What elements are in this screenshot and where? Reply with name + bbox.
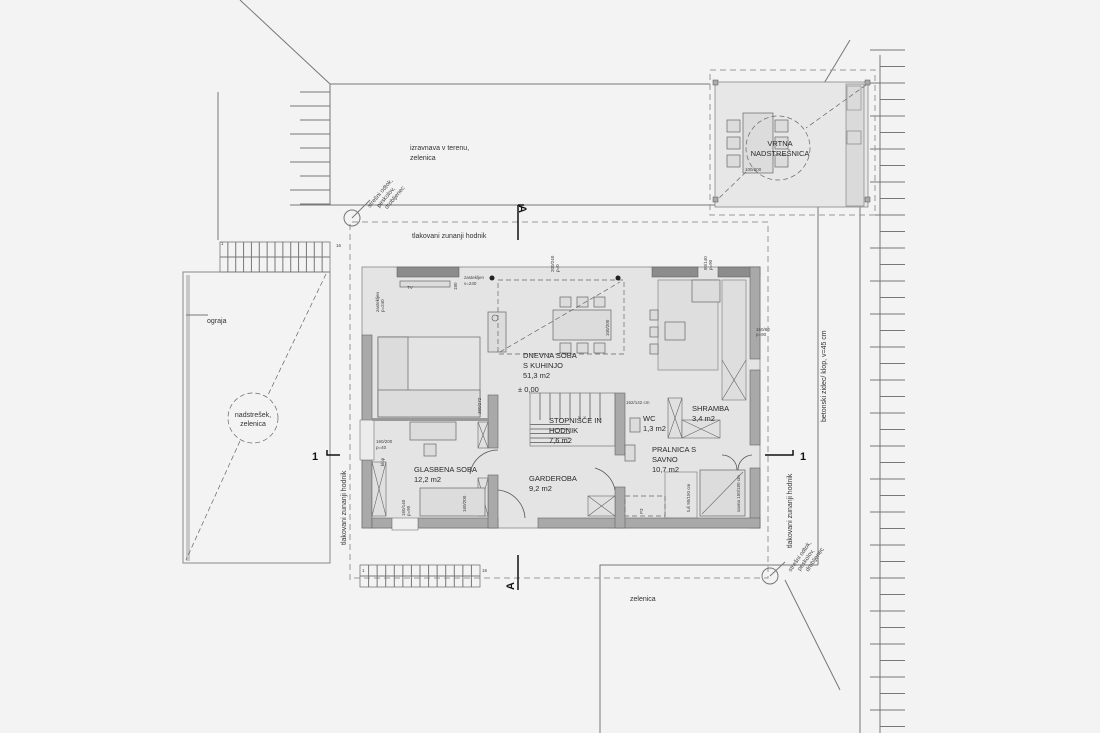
svg-text:12,2 m2: 12,2 m2 — [414, 475, 441, 484]
svg-text:p=90: p=90 — [756, 332, 767, 337]
svg-text:3,4 m2: 3,4 m2 — [692, 414, 715, 423]
svg-text:WC: WC — [643, 414, 656, 423]
svg-text:klop: klop — [380, 457, 385, 466]
room-storage: SHRAMBA 3,4 m2 — [692, 404, 729, 423]
section-1-right: 1 — [800, 451, 806, 463]
svg-text:DNEVNA SOBA: DNEVNA SOBA — [523, 351, 577, 360]
svg-text:160/60: 160/60 — [756, 327, 770, 332]
fence-label: ograja — [207, 318, 227, 325]
roof-outline — [349, 221, 769, 580]
interior-stairs — [529, 392, 616, 447]
path-label-left: tlakovani zunanji hodnik — [341, 470, 348, 545]
svg-text:80/140: 80/140 — [703, 256, 708, 270]
level-marker: ± 0,00 — [518, 385, 539, 394]
canopy-circle — [227, 392, 279, 444]
section-1-left: 1 — [312, 451, 318, 463]
svg-text:zastekljen: zastekljen — [464, 275, 485, 280]
path-label-right: tlakovani zunanji hodnik — [787, 473, 794, 548]
canopy-label-1: nadstrešek, — [235, 412, 271, 419]
section-a-bottom: A — [505, 582, 517, 590]
pavilion-name-2: NADSTREŠNICA — [751, 149, 810, 158]
svg-text:savna 150/180 cm: savna 150/180 cm — [736, 475, 741, 512]
section-markers: A A 1 1 — [312, 204, 806, 590]
svg-text:p=240: p=240 — [380, 299, 385, 312]
svg-text:SAVNO: SAVNO — [652, 455, 678, 464]
svg-text:PRALNICA S: PRALNICA S — [652, 445, 696, 454]
svg-text:GLASBENA SOBA: GLASBENA SOBA — [414, 465, 477, 474]
svg-text:S KUHINJO: S KUHINJO — [523, 361, 563, 370]
svg-text:7,6 m2: 7,6 m2 — [549, 436, 572, 445]
drain-label-top-left: strešni odtok, peskolov, drobljenec — [367, 178, 407, 211]
path-label-top: tlakovani zunanji hodnik — [412, 233, 487, 240]
svg-text:160/200: 160/200 — [462, 495, 467, 512]
house — [359, 266, 761, 531]
svg-text:SHRAMBA: SHRAMBA — [692, 404, 729, 413]
svg-text:v=240: v=240 — [464, 281, 477, 286]
section-a-top: A — [516, 205, 528, 213]
site-hatching-right — [870, 49, 905, 727]
site-hatching-left — [290, 91, 330, 205]
room-music: GLASBENA SOBA 12,2 m2 — [414, 465, 477, 484]
svg-text:p=90: p=90 — [708, 259, 713, 270]
pavilion-name-1: VRTNA — [767, 139, 792, 148]
bench-wall-label: betonski zidec/ klop, v=45 cm — [821, 330, 828, 422]
room-laundry-sauna: PRALNICA S SAVNO 10,7 m2 — [652, 445, 696, 474]
drain-bottom-right — [761, 567, 779, 585]
exterior-stairs-bottom — [359, 564, 481, 588]
room-wc: WC 1,3 m2 — [643, 414, 666, 433]
svg-text:tuš 90/150 cm: tuš 90/150 cm — [686, 483, 691, 512]
svg-text:HODNIK: HODNIK — [549, 426, 578, 435]
room-stairs-hall: STOPNIŠČE IN HODNIK 7,6 m2 — [549, 416, 602, 445]
stair-bottom-end: 16 — [482, 568, 488, 573]
drain-top-left — [343, 209, 361, 227]
svg-text:160/200: 160/200 — [376, 439, 393, 444]
svg-text:9,2 m2: 9,2 m2 — [529, 484, 552, 493]
svg-text:10,7 m2: 10,7 m2 — [652, 465, 679, 474]
site-lines — [217, 0, 905, 733]
svg-text:360/272: 360/272 — [477, 397, 482, 414]
room-living-kitchen: DNEVNA SOBA S KUHINJO 51,3 m2 — [523, 351, 577, 380]
svg-text:160/140: 160/140 — [401, 499, 406, 516]
annotations: zastekljen v=240 zastekljen p=240 200/24… — [375, 255, 770, 516]
svg-text:p=40: p=40 — [376, 445, 387, 450]
svg-text:162/142 cm: 162/142 cm — [626, 400, 650, 405]
stair-top-end: 16 — [336, 243, 342, 248]
left-terrace — [182, 241, 481, 588]
svg-text:zastekljen: zastekljen — [375, 291, 380, 312]
svg-text:100/200: 100/200 — [605, 319, 610, 336]
terrain-label-1: izravnava v terenu, — [410, 145, 469, 152]
dining-chairs — [559, 296, 606, 354]
svg-text:p=0: p=0 — [555, 264, 560, 272]
svg-text:1,3 m2: 1,3 m2 — [643, 424, 666, 433]
stair-top-start: 1 — [221, 241, 224, 246]
pavilion-table-size: 100/200 — [745, 167, 762, 172]
svg-text:180: 180 — [453, 282, 458, 290]
svg-text:STOPNIŠČE IN: STOPNIŠČE IN — [549, 416, 602, 425]
svg-text:p=90: p=90 — [406, 505, 411, 516]
stair-bottom-start: 1 — [362, 568, 365, 573]
svg-text:TV: TV — [407, 285, 413, 290]
room-wardrobe: GARDEROBA 9,2 m2 — [529, 474, 577, 493]
greenery-label-bottom: zelenica — [630, 596, 656, 603]
garden-pavilion: VRTNA NADSTREŠNICA 100/200 — [709, 69, 876, 216]
svg-text:GARDEROBA: GARDEROBA — [529, 474, 577, 483]
svg-text:51,3 m2: 51,3 m2 — [523, 371, 550, 380]
svg-text:P3: P3 — [639, 508, 644, 514]
terrain-label-2: zelenica — [410, 155, 436, 162]
canopy-label-2: zelenica — [240, 421, 266, 428]
exterior-stairs-top — [219, 241, 331, 273]
svg-text:200/240: 200/240 — [550, 255, 555, 272]
